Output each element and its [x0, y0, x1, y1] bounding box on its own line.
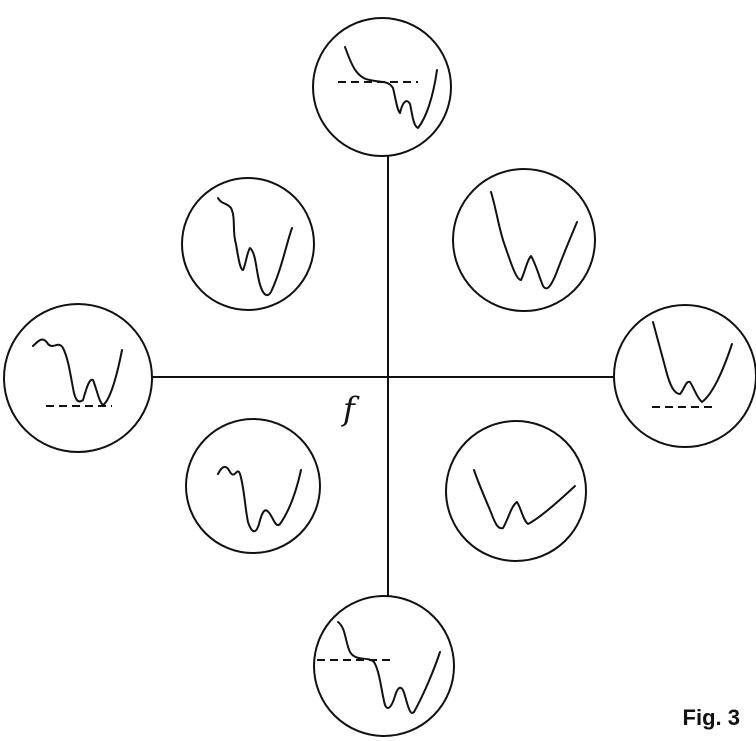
circle-top	[312, 17, 452, 157]
circle-right	[613, 304, 756, 448]
circle-bottom	[313, 595, 455, 737]
center-symbol: f	[341, 390, 360, 428]
circle-lower-right	[445, 420, 587, 562]
circle-left	[3, 303, 153, 453]
circle-upper-right	[452, 168, 596, 312]
circle-lower-left	[185, 418, 321, 554]
circle-upper-left	[181, 177, 315, 311]
figure-caption: Fig. 3	[682, 705, 740, 730]
